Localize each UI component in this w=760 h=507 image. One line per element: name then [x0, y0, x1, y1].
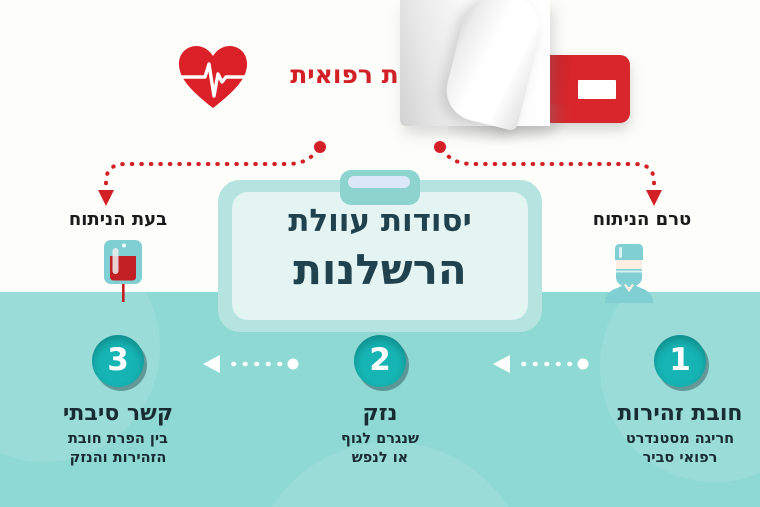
side-label-during-surgery: בעת הניתוח	[68, 209, 168, 230]
step-title-2: נזק	[362, 401, 398, 426]
dotted-arrow-left-a	[190, 353, 300, 375]
main-card-line2: הרשלנות	[293, 245, 467, 294]
dotted-arrow-down-right	[428, 138, 688, 210]
step-item-3: 3 קשר סיבתי בין הפרת חובת הזהירות והנזק	[13, 335, 223, 468]
step-subtitle-2: שנגרם לגוף או לנפש	[275, 430, 485, 468]
step-number-3: 3	[107, 342, 129, 378]
main-card-line1: יסודות עוולת	[288, 203, 472, 239]
step-subtitle-2-line2: או לנפש	[351, 450, 409, 466]
dotted-arrow-left-b	[480, 353, 590, 375]
step-item-2: 2 נזק שנגרם לגוף או לנפש	[275, 335, 485, 468]
step-subtitle-1: חריגה מסטנדרט רפואי סביר	[575, 430, 760, 468]
step-subtitle-1-line2: רפואי סביר	[642, 450, 718, 466]
step-badge-3: 3	[92, 335, 144, 387]
step-subtitle-1-line1: חריגה מסטנדרט	[625, 431, 735, 447]
step-badge-1: 1	[654, 335, 706, 387]
step-subtitle-2-line1: שנגרם לגוף	[341, 431, 419, 447]
ribbon-white-box	[578, 80, 616, 99]
side-label-before-surgery: טרם הניתוח	[592, 209, 692, 230]
blood-bag-icon	[100, 240, 146, 302]
step-title-3: קשר סיבתי	[62, 401, 174, 426]
surgeon-icon	[597, 243, 661, 303]
card-tab-slot	[348, 176, 410, 188]
step-item-1: 1 חובת זהירות חריגה מסטנדרט רפואי סביר	[575, 335, 760, 468]
step-subtitle-3-line1: בין הפרת חובת	[67, 431, 168, 447]
step-title-1: חובת זהירות	[617, 401, 743, 426]
step-badge-2: 2	[354, 335, 406, 387]
dotted-arrow-down-left	[72, 138, 332, 210]
step-number-2: 2	[369, 342, 391, 378]
step-number-1: 1	[669, 342, 691, 378]
main-card-inner	[232, 192, 528, 320]
step-subtitle-3-line2: הזהירות והנזק	[69, 450, 167, 466]
step-subtitle-3: בין הפרת חובת הזהירות והנזק	[13, 430, 223, 468]
peeled-sticker-ribbon	[400, 0, 630, 150]
heart-pulse-icon	[178, 44, 248, 110]
